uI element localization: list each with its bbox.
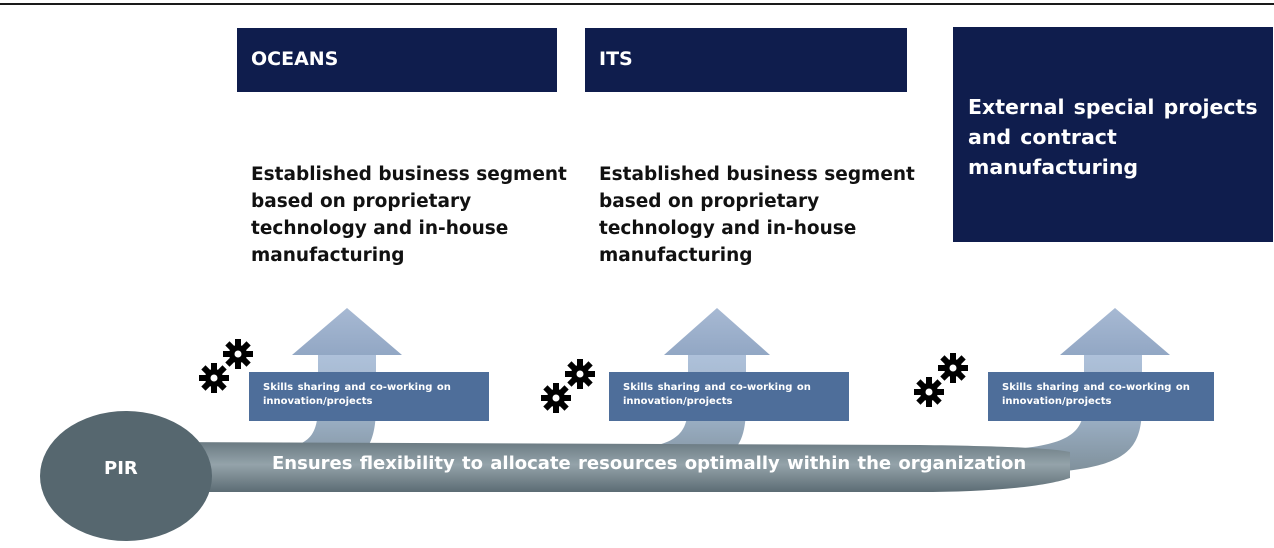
skills-box: Skills sharing and co-working on innovat… — [609, 372, 849, 421]
flow-band — [150, 442, 1070, 492]
up-arrow-icon — [880, 308, 1170, 476]
skills-box: Skills sharing and co-working on innovat… — [988, 372, 1214, 421]
pir-label: PIR — [104, 458, 138, 479]
oceans-description: Established business segment based on pr… — [251, 164, 567, 266]
skills-box: Skills sharing and co-working on innovat… — [249, 372, 489, 421]
pir-circle — [40, 411, 212, 541]
segment-oceans: OCEANS — [237, 28, 557, 92]
flow-caption: Ensures flexibility to allocate resource… — [272, 453, 1027, 474]
gears-icon — [541, 359, 595, 413]
its-description: Established business segment based on pr… — [599, 164, 915, 266]
segment-external: External special projects and contract m… — [953, 27, 1273, 242]
gears-icon — [914, 353, 968, 407]
top-rule — [0, 3, 1274, 5]
gears-icon — [199, 339, 253, 393]
segment-its: ITS — [585, 28, 907, 92]
